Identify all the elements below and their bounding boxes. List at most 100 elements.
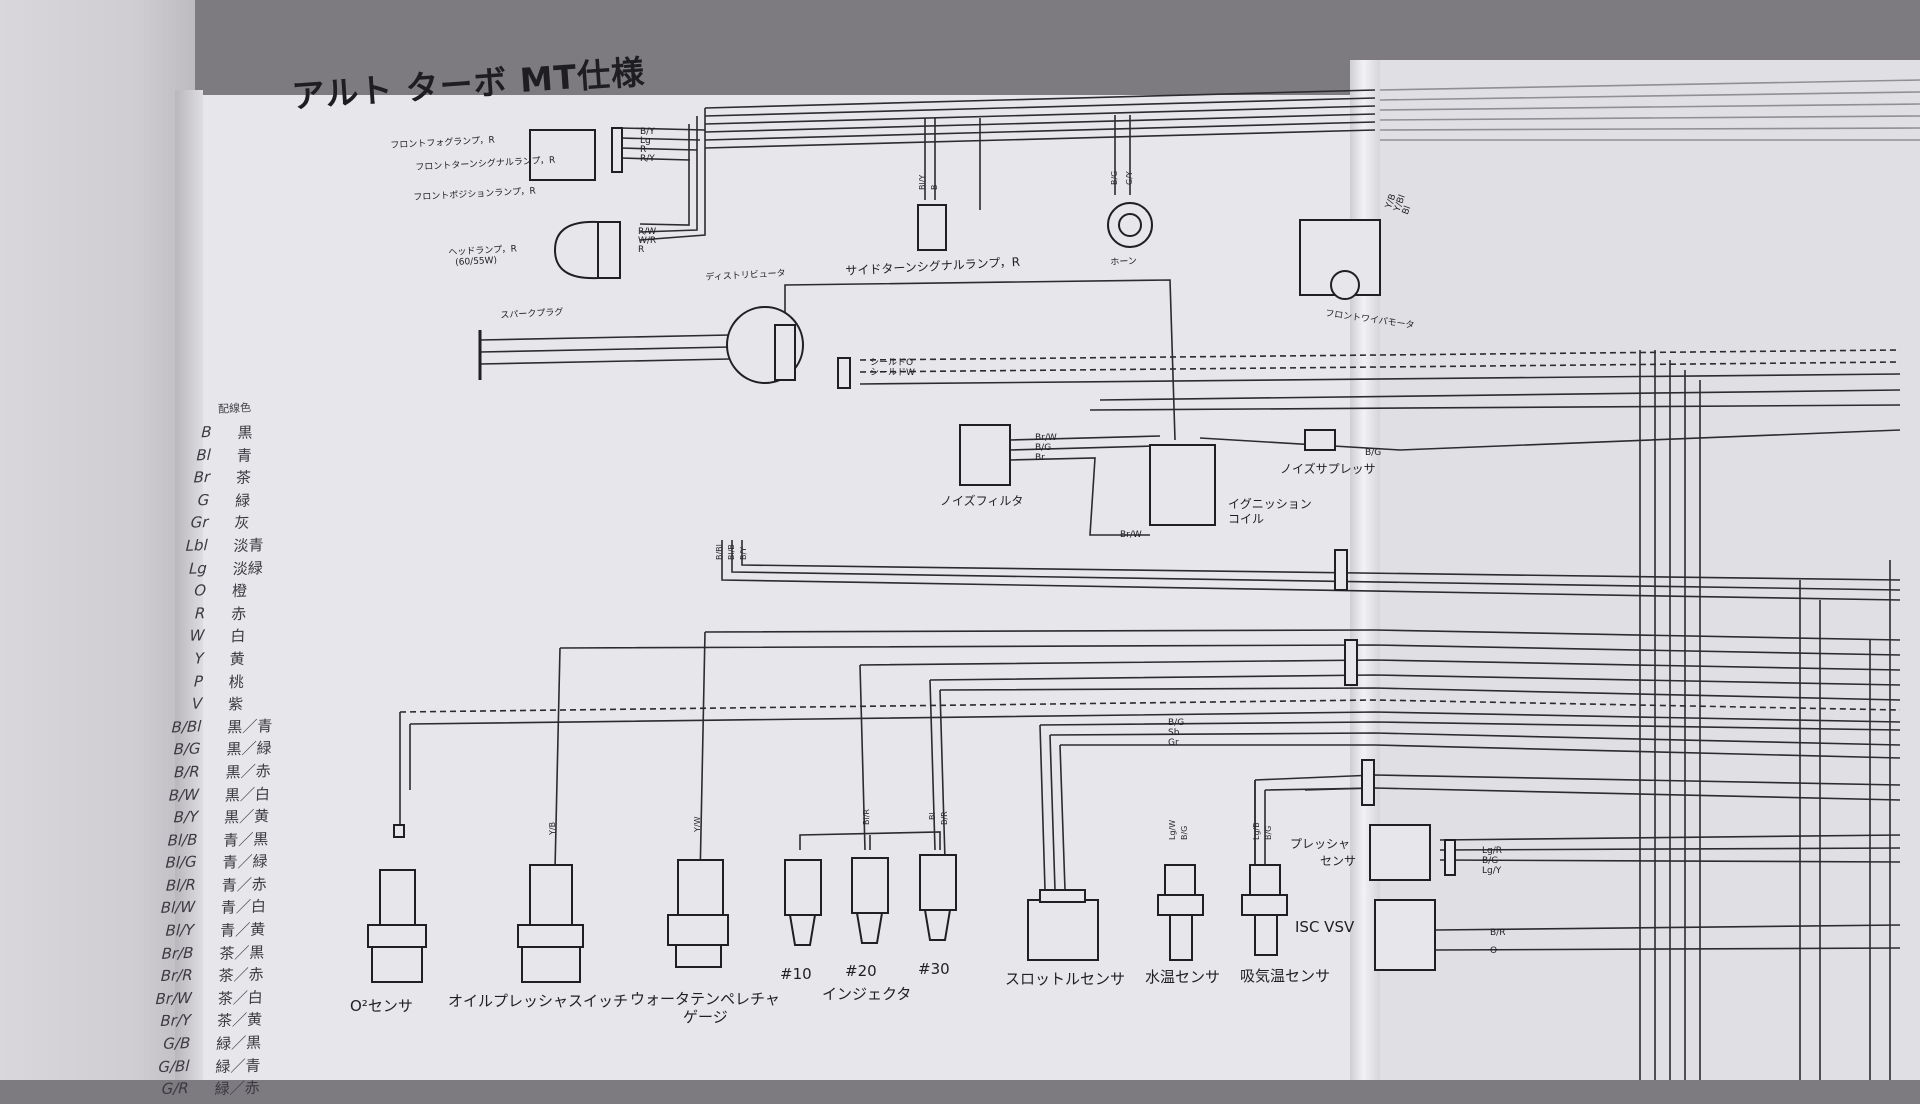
oil-pressure-switch-symbol (529, 864, 573, 926)
wire-code-horn-2: G/Y (1125, 171, 1134, 185)
legend-color: 淡青 (233, 536, 264, 556)
wire-code-inj-2a: Bl (928, 812, 937, 820)
legend-color: 緑／赤 (214, 1078, 260, 1099)
wire-code-horn-1: B/G (1110, 170, 1119, 185)
legend-color: 桃 (228, 672, 245, 691)
legend-color: 緑／青 (215, 1056, 261, 1076)
label-ignition-coil-1: イグニッション (1228, 497, 1312, 511)
wire-code-mid-1: B/Bl (715, 544, 724, 560)
legend-color: 緑 (234, 491, 251, 510)
legend-color: 青／緑 (222, 852, 268, 873)
components (367, 127, 1456, 983)
label-injector-1: #10 (780, 965, 812, 983)
legend-code: B/W (168, 784, 200, 805)
o2-sensor-symbol (379, 869, 416, 926)
legend-color: 青／赤 (221, 875, 268, 895)
legend-color: 黒／白 (224, 784, 271, 805)
legend-color: 青 (236, 446, 253, 465)
legend-color: 黒／赤 (225, 761, 272, 782)
wire-code-inj-2b: B/R (940, 811, 949, 825)
wire-code-coil-bottom: Br/W (1120, 530, 1142, 540)
label-o2-sensor: O²センサ (350, 997, 413, 1015)
legend-code: Br/W (155, 988, 193, 1009)
legend-color: 黒／緑 (226, 739, 272, 759)
legend-color: 赤 (230, 604, 247, 624)
label-water-temp-gauge-2: ゲージ (683, 1008, 728, 1026)
label-oil-pressure-switch: オイルプレッシャスイッチ (448, 992, 629, 1010)
injector-1-symbol (784, 859, 822, 916)
water-temp-gauge-symbol (677, 859, 724, 916)
legend-code: P (193, 671, 204, 691)
legend-code: Bl/R (165, 875, 197, 895)
legend-color: 黒 (237, 423, 253, 442)
water-temp-sensor-symbol (1164, 864, 1196, 896)
legend-code: Lg (188, 558, 208, 578)
book-flyleaf (0, 0, 195, 1080)
wire-code-intake-sensor-1: Lg/B (1252, 822, 1261, 840)
legend-code: G/R (161, 1079, 190, 1099)
legend-code: G (197, 490, 210, 510)
legend-code: Br (193, 468, 211, 487)
legend-color: 茶／黒 (219, 942, 265, 963)
wire-code-intake-sensor-2: B/G (1264, 825, 1273, 840)
legend-row: G/R 緑／赤 (126, 1076, 287, 1104)
legend-color: 茶 (235, 468, 252, 488)
legend-color: 黒／青 (226, 716, 273, 737)
legend-code: W (189, 626, 205, 646)
isc-vsv-symbol (1374, 899, 1436, 971)
pressure-sensor-symbol (1369, 824, 1431, 881)
shield-connector (837, 357, 851, 389)
legend-color: 青／白 (220, 897, 267, 918)
top-trunk-wire (704, 89, 1376, 109)
label-water-temp-gauge-1: ウォータテンペレチャ (630, 990, 780, 1008)
label-noise-suppressor: ノイズサプレッサ (1280, 462, 1376, 476)
label-injector: インジェクタ (822, 985, 912, 1003)
wire-code-water-gauge: Y/W (693, 816, 702, 833)
legend-color: 青／黒 (223, 829, 269, 850)
legend-color: 茶／赤 (218, 965, 264, 986)
headlamp-symbol (553, 220, 599, 280)
label-water-temp-sensor: 水温センサ (1145, 968, 1221, 986)
legend-code: Bl/G (165, 852, 197, 873)
throttle-sensor-symbol (1027, 899, 1099, 961)
legend-code: Br/Y (160, 1011, 192, 1031)
label-horn: ホーン (1110, 256, 1138, 268)
legend-color: 紫 (227, 695, 244, 714)
legend-color: 淡緑 (232, 558, 264, 578)
legend-code: B/G (173, 739, 201, 759)
legend-code: Bl/W (160, 898, 196, 918)
legend-color: 黒／黄 (223, 807, 270, 827)
legend-code: B/Bl (171, 717, 202, 737)
legend-code: O (193, 581, 207, 600)
legend-color: 白 (230, 627, 246, 646)
fog-connector (611, 127, 623, 173)
label-isc-vsv: ISC VSV (1295, 918, 1355, 936)
wire-code-side-turn-1: Bl/Y (918, 174, 927, 190)
legend-color: 黄 (229, 649, 245, 669)
harness-clamp (1334, 549, 1348, 591)
label-injector-2: #20 (845, 962, 877, 980)
wire-code-suppressor: B/G (1365, 448, 1382, 458)
injector-3-symbol (919, 854, 957, 911)
wire-code-side-turn-2: B (930, 184, 939, 191)
legend-code: Bl (196, 445, 212, 465)
legend-code: B (201, 422, 212, 442)
legend-code: V (191, 694, 203, 713)
legend-color: 橙 (231, 581, 248, 601)
legend-color: 灰 (234, 513, 250, 533)
legend-code: G/B (163, 1033, 191, 1053)
legend-color: 緑／黒 (215, 1033, 262, 1054)
wire-code-mid-2: Bl/B (727, 544, 736, 560)
legend-code: Bl/B (167, 830, 198, 850)
legend-color: 茶／白 (217, 988, 264, 1008)
fog-lamp-symbol (529, 129, 596, 181)
legend-code: Gr (190, 513, 209, 533)
